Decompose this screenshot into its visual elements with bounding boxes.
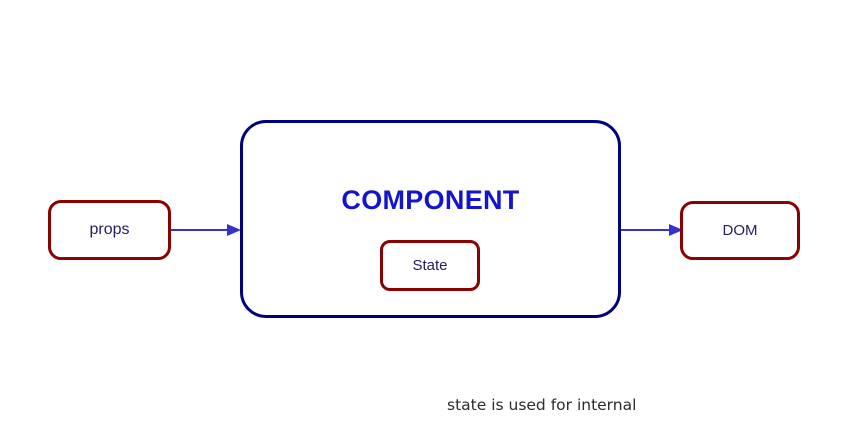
arrow-component-to-dom [621, 222, 683, 238]
node-state[interactable]: State [380, 240, 480, 291]
caption-line-1: state is used for internal [447, 396, 637, 414]
node-props[interactable]: props [48, 200, 171, 260]
node-component[interactable]: COMPONENT [240, 120, 621, 318]
node-state-label: State [412, 257, 448, 274]
node-dom-label: DOM [722, 222, 758, 239]
node-dom[interactable]: DOM [680, 201, 800, 260]
caption: state is used for internal communication… [447, 353, 727, 440]
node-props-label: props [89, 221, 130, 238]
arrow-props-to-component-icon [171, 224, 241, 236]
component-title: COMPONENT [341, 185, 520, 215]
arrow-props-to-component [171, 222, 241, 238]
arrow-component-to-dom-icon [621, 224, 683, 236]
